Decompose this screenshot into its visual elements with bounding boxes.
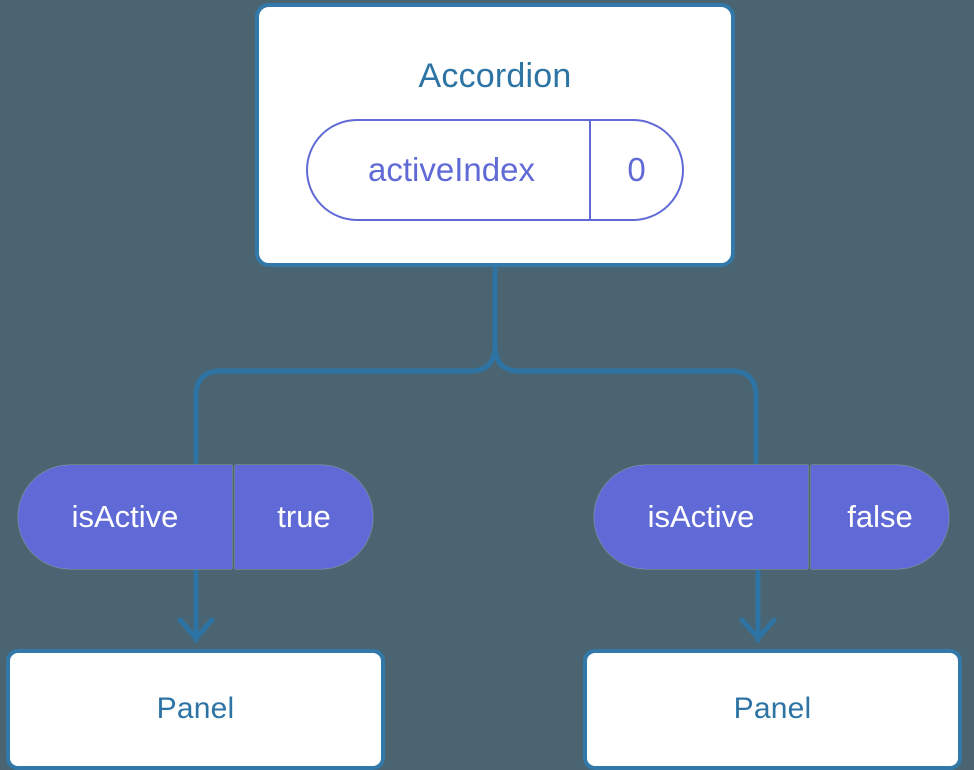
prop-pill-is-active-right[interactable]: isActive false [594,465,949,569]
arrow-right [739,569,777,643]
prop-pill-value: true [235,465,373,569]
component-box-panel-left[interactable]: Panel [6,649,385,770]
arrow-left [177,569,215,643]
state-pill-key: activeIndex [308,121,591,219]
prop-pill-value: false [811,465,949,569]
component-box-panel-right[interactable]: Panel [583,649,962,770]
prop-pill-key: isActive [18,465,232,569]
state-pill-value: 0 [627,151,646,188]
component-title-accordion: Accordion [418,57,572,95]
state-pill-active-index[interactable]: activeIndex 0 [306,119,684,221]
prop-pill-key: isActive [594,465,808,569]
branch-line-right [492,264,759,465]
component-title-panel: Panel [156,691,235,725]
component-title-panel: Panel [733,691,812,725]
prop-pill-is-active-left[interactable]: isActive true [18,465,373,569]
branch-line-left [193,264,498,465]
